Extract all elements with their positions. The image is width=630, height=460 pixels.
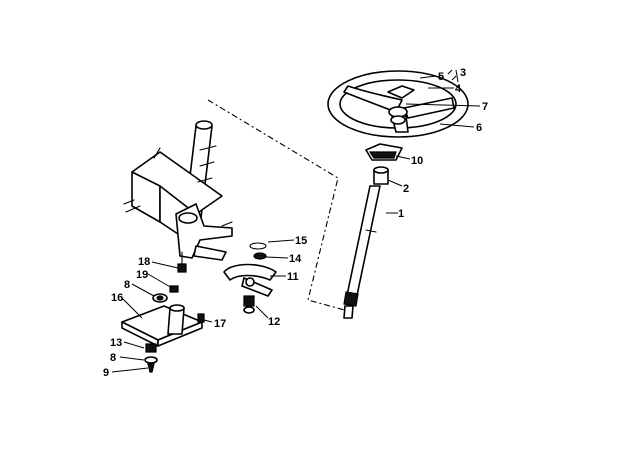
callout-15: 15	[295, 235, 307, 247]
callout-11: 11	[287, 271, 299, 283]
steering-wheel	[327, 70, 469, 138]
callout-1: 1	[398, 208, 404, 220]
callout-4: 4	[455, 83, 462, 95]
callout-18: 18	[138, 256, 150, 268]
lower-nut-12	[243, 295, 255, 314]
wheel-cap	[387, 85, 415, 99]
callout-13: 13	[110, 337, 122, 349]
callout-14: 14	[289, 253, 302, 265]
callout-8-lower: 8	[110, 352, 116, 364]
sector-gear-arm	[223, 263, 277, 297]
steering-shaft	[343, 185, 381, 319]
callout-5: 5	[438, 71, 444, 83]
alignment-dashed-line	[207, 99, 353, 313]
callout-16: 16	[111, 292, 123, 304]
lower-fastener-stack	[144, 343, 158, 373]
base-plate	[121, 285, 205, 347]
callout-17: 17	[214, 318, 226, 330]
callout-9: 9	[103, 367, 109, 379]
callout-19: 19	[136, 269, 148, 281]
callout-labels: 1 2 3 4 5 6 7 8 8 9 10 11 12 13 14 15 16…	[103, 67, 488, 379]
steering-bushing	[373, 166, 389, 185]
callout-12: 12	[268, 316, 280, 328]
hub-spacer	[365, 143, 403, 161]
callout-3: 3	[460, 67, 466, 79]
callout-8-upper: 8	[124, 279, 130, 291]
steering-column-bracket	[123, 120, 233, 273]
callout-2: 2	[403, 183, 409, 195]
leader-lines	[111, 69, 481, 373]
callout-7: 7	[482, 101, 488, 113]
callout-10: 10	[411, 155, 423, 167]
washer-nut-stack	[249, 242, 267, 260]
callout-6: 6	[476, 122, 482, 134]
